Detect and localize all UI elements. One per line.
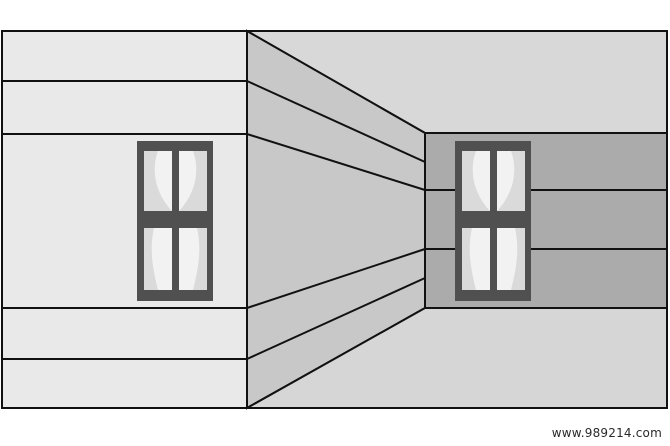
left-window xyxy=(137,141,213,301)
floor xyxy=(243,307,668,409)
curtain-left-bottom xyxy=(144,228,158,290)
corridor-perspective-line xyxy=(246,133,426,191)
curtain-left-bottom xyxy=(462,228,476,290)
curtain-right-bottom xyxy=(511,228,525,290)
curtain-right-top xyxy=(179,151,207,211)
corridor-perspective-line xyxy=(246,248,426,309)
corridor-perspective-line xyxy=(246,277,426,360)
corridor-perspective-line xyxy=(246,80,426,163)
right-window xyxy=(455,141,531,301)
curtain-right-top xyxy=(497,151,525,211)
curtain-left-top xyxy=(144,151,172,211)
watermark-text: www.989214.com xyxy=(551,426,662,440)
curtain-left-top xyxy=(462,151,490,211)
curtain-right-bottom xyxy=(193,228,207,290)
